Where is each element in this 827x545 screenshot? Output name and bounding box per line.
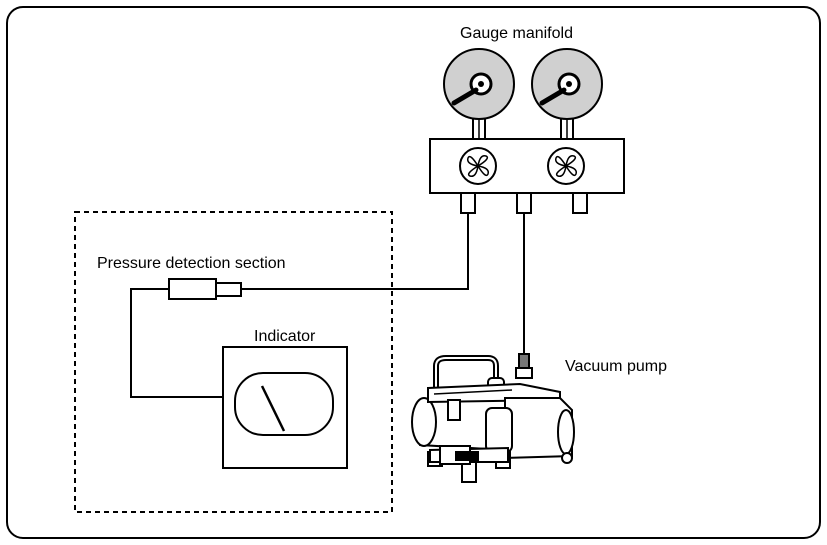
dashed-boundary (74, 211, 393, 513)
gauge-manifold-label: Gauge manifold (460, 25, 573, 42)
manifold-port-center (516, 192, 532, 214)
pressure-sensor (168, 278, 242, 300)
right-gauge (531, 48, 603, 141)
indicator-display (234, 372, 334, 436)
indicator-needle (260, 385, 286, 432)
manifold-port-right (572, 192, 588, 214)
indicator (222, 346, 348, 469)
left-gauge (443, 48, 515, 141)
pressure-sensor-body (168, 278, 217, 300)
left-valve-knob (459, 147, 497, 185)
manifold-port-left (460, 192, 476, 214)
gauge-manifold (429, 48, 625, 214)
sensor-cable (130, 288, 223, 398)
hose-to-sensor (242, 213, 469, 290)
vacuum-pump (411, 353, 575, 483)
pressure-sensor-fitting (215, 282, 242, 297)
left-gauge-needle (451, 87, 479, 106)
pressure-detection-label: Pressure detection section (97, 255, 286, 272)
outer-frame (6, 6, 821, 539)
indicator-label: Indicator (254, 328, 316, 345)
right-valve-knob (547, 147, 585, 185)
right-gauge-needle (539, 87, 567, 106)
vacuum-pump-label: Vacuum pump (565, 358, 667, 375)
